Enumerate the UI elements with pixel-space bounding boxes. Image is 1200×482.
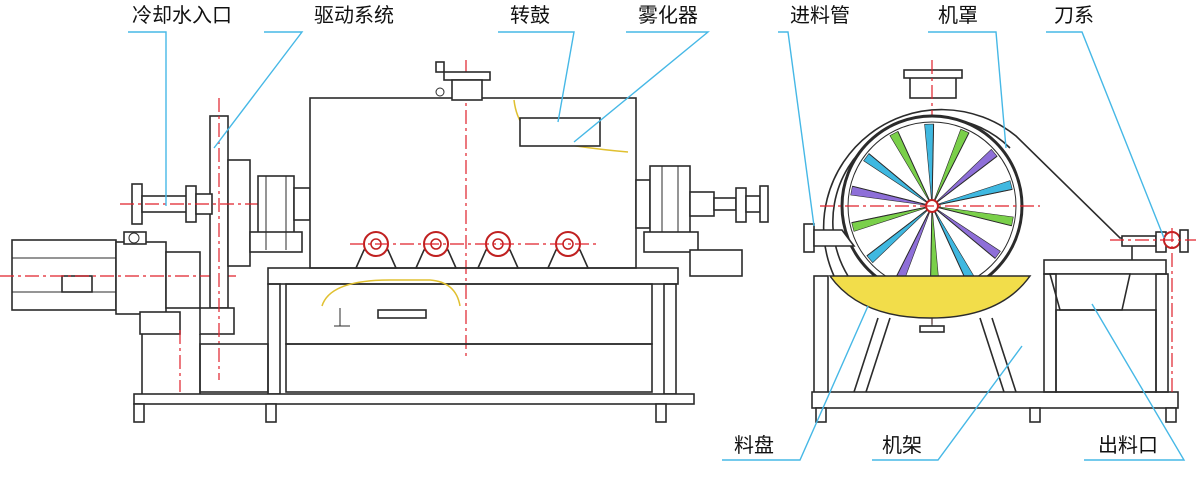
drum-spoke	[894, 205, 933, 280]
label-feed-pipe: 进料管	[790, 3, 850, 27]
drum-spoke	[931, 123, 935, 207]
drum-blades	[850, 123, 1014, 289]
tray	[828, 275, 1032, 333]
drum-wheel	[820, 114, 1040, 298]
side-view	[803, 60, 1196, 423]
drum-spoke	[931, 205, 996, 259]
atomizer-rollers	[350, 231, 600, 269]
drum-spoke	[929, 205, 933, 289]
label-hood: 机罩	[938, 3, 978, 27]
left-bearing	[249, 175, 311, 253]
feed-pipe	[803, 223, 856, 253]
label-frame: 机架	[882, 433, 922, 457]
label-knife: 刀系	[1054, 3, 1094, 27]
right-bearing	[635, 165, 769, 277]
outlet-hopper	[1043, 259, 1169, 393]
leader-lines	[128, 31, 1186, 461]
drum-spoke	[852, 185, 933, 207]
drum-spoke	[897, 131, 933, 207]
callout-labels: 冷却水入口 驱动系统 转鼓 雾化器 进料管 机罩 刀系 料盘 机架 出料口	[132, 3, 1158, 457]
drum-spoke	[851, 205, 933, 224]
label-drive-system: 驱动系统	[314, 3, 394, 27]
label-cooling-inlet: 冷却水入口	[132, 3, 232, 27]
drum-spoke	[866, 205, 933, 257]
drum-spoke	[868, 153, 933, 207]
roller-1	[354, 231, 398, 269]
side-frame	[811, 275, 1179, 423]
label-outlet: 出料口	[1098, 433, 1158, 457]
front-view	[0, 60, 770, 423]
label-drum: 转鼓	[510, 3, 550, 27]
motor	[0, 231, 236, 335]
drum-spoke	[931, 155, 998, 207]
drive-wheel	[199, 98, 251, 380]
label-tray: 料盘	[734, 433, 774, 457]
top-nozzle	[435, 61, 491, 101]
front-frame	[133, 267, 695, 423]
label-atomizer: 雾化器	[638, 3, 698, 27]
drum-spoke	[931, 205, 1012, 227]
drum-body	[309, 60, 637, 356]
roller-2	[414, 231, 458, 269]
drum-spoke	[931, 188, 1013, 207]
drum-spoke	[931, 132, 970, 207]
drum-spoke	[931, 205, 967, 281]
